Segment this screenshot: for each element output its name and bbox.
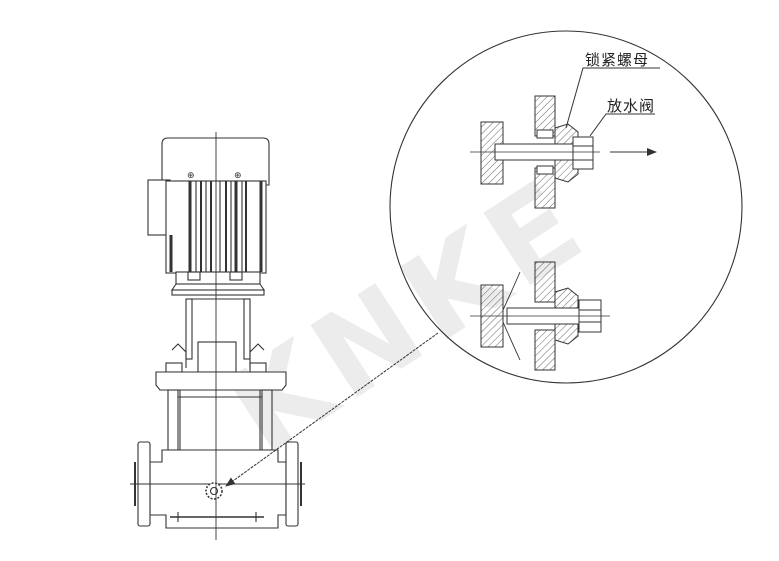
label-drain-valve: 放水阀 <box>607 97 656 115</box>
pump-drawing: ⊕ ⊕ <box>130 132 305 540</box>
pump-sleeve <box>167 389 273 451</box>
svg-text:⊕: ⊕ <box>187 171 195 181</box>
leader-line <box>225 332 439 487</box>
svg-text:⊕: ⊕ <box>234 171 242 181</box>
valve-detail-closed <box>470 67 660 209</box>
detail-view-circle <box>389 30 743 384</box>
valve-detail-open <box>470 261 610 371</box>
motor-fan-cover: ⊕ ⊕ <box>161 137 270 186</box>
top-plate <box>155 371 287 391</box>
label-lock-nut: 锁紧螺母 <box>585 51 650 69</box>
drain-valve-location <box>205 482 223 500</box>
motor-flange <box>170 271 266 296</box>
coupling-lantern <box>165 298 267 373</box>
